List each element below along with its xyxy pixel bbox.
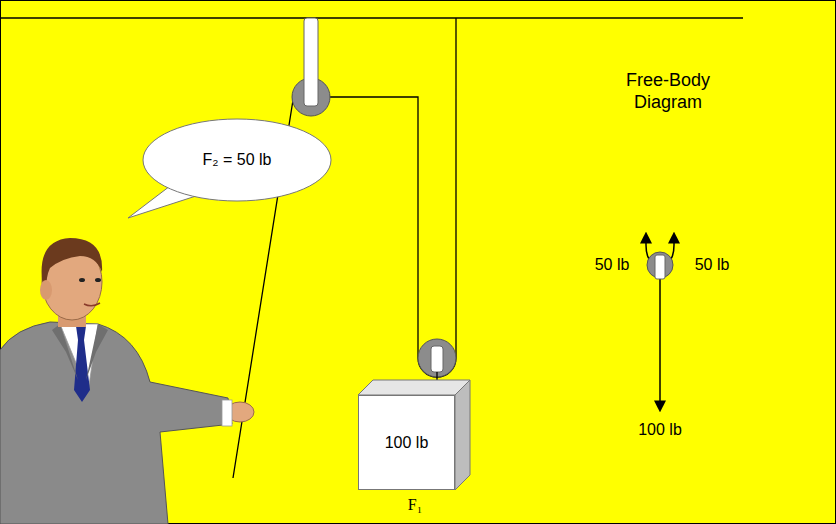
- force-label: 100 lb: [625, 420, 695, 439]
- weight-box: 100 lb: [358, 395, 455, 490]
- force-symbol: F₁: [395, 495, 435, 514]
- speech-text: F₂ = 50 lb: [203, 151, 272, 169]
- force-label: 50 lb: [582, 255, 642, 274]
- ceiling: [0, 17, 743, 19]
- speech-bubble: F₂ = 50 lb: [142, 118, 332, 202]
- free-body-diagram: [646, 234, 674, 410]
- weight-box-faces: [358, 380, 470, 490]
- diagram-heading: Free-Body Diagram: [608, 70, 728, 113]
- weight-label: 100 lb: [385, 434, 429, 452]
- fixed-pulley: [292, 18, 330, 116]
- force-label: 50 lb: [682, 255, 742, 274]
- man-figure: [0, 238, 254, 524]
